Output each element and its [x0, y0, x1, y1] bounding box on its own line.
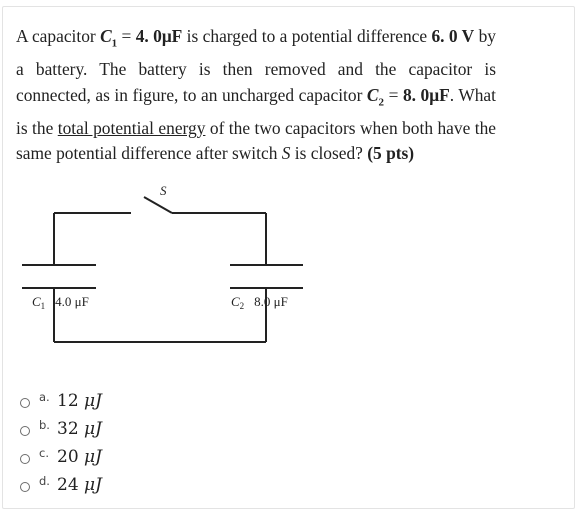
c2-expression: C2 = 8. 0μF [366, 84, 450, 109]
q-text-4: . What is the [16, 84, 496, 138]
option-letter: c. [39, 446, 49, 460]
q-text-6: is closed? [290, 143, 368, 164]
option-value: 32 μJ [57, 419, 102, 439]
q-text-3: by a battery. The battery is then remove… [16, 26, 496, 105]
option-letter: a. [39, 390, 50, 404]
question-card [2, 6, 575, 509]
q-text-5: of the two capacitors when both have the… [16, 117, 496, 164]
question-text: A capacitor C1 = 4. 0μF is charged to a … [16, 24, 496, 167]
option-a[interactable]: a. 12 μJ [20, 388, 102, 415]
q-text-1: A capacitor [16, 26, 101, 46]
answer-options: a. 12 μJ b. 32 μJ c. 20 μJ d. 24 μJ [20, 388, 102, 500]
option-letter: d. [39, 474, 50, 488]
radio-a[interactable] [20, 398, 30, 408]
switch-blade [143, 196, 173, 214]
voltage-value: 6. 0 V [431, 26, 475, 46]
option-d[interactable]: d. 24 μJ [20, 472, 102, 499]
radio-b[interactable] [20, 426, 30, 436]
radio-d[interactable] [20, 482, 30, 492]
q-text-2: is charged to a potential difference [182, 26, 432, 46]
switch-var: S [281, 143, 291, 164]
points-label: (5 pts) [367, 143, 415, 164]
option-value: 12 μJ [57, 391, 102, 411]
radio-c[interactable] [20, 454, 30, 464]
option-letter: b. [39, 418, 50, 432]
option-b[interactable]: b. 32 μJ [20, 416, 102, 443]
option-c[interactable]: c. 20 μJ [20, 444, 102, 471]
underlined-phrase: total potential energy [57, 117, 206, 138]
option-value: 20 μJ [57, 447, 102, 467]
option-value: 24 μJ [57, 475, 102, 495]
c1-expression: C1 = 4. 0μF [100, 26, 183, 50]
switch-label: S [160, 183, 167, 198]
